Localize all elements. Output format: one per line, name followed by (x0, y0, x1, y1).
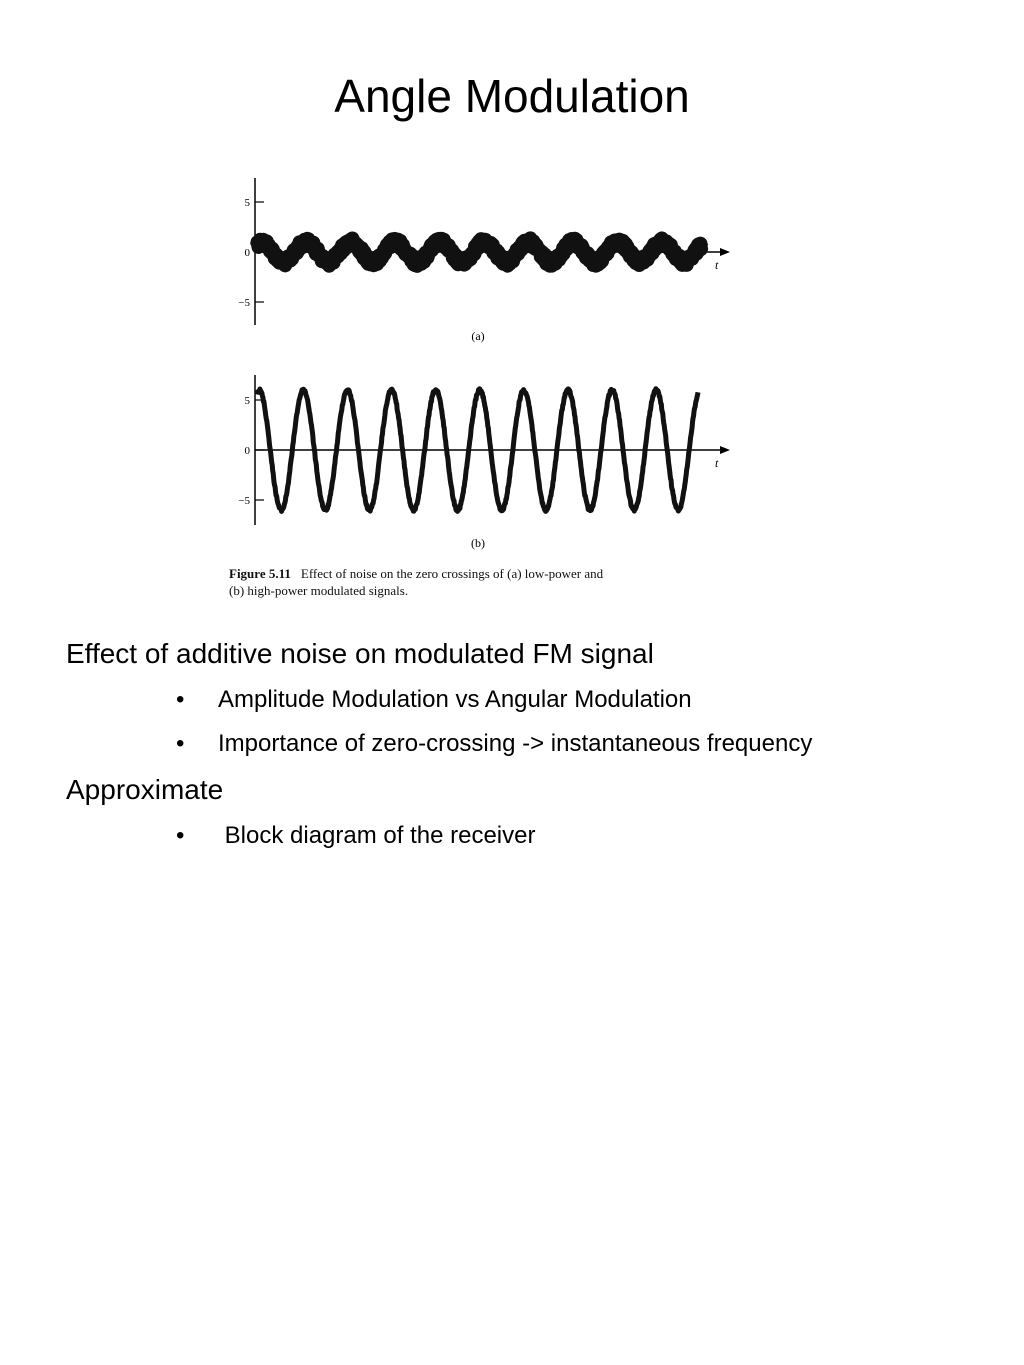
body-subitem-text: Block diagram of the receiver (218, 822, 536, 849)
tick-label-a-neg5: −5 (238, 297, 250, 309)
body-subitem-text: Amplitude Modulation vs Angular Modulati… (218, 686, 692, 713)
plot-panel-a: 5 0 −5 t (a) (238, 178, 730, 343)
figure-number: Figure 5.11 (229, 566, 291, 581)
plot-panel-b: 5 0 −5 t (b) (238, 375, 730, 550)
tick-label-a-5: 5 (245, 197, 251, 209)
x-axis-label-b: t (715, 456, 719, 470)
tick-label-a-0: 0 (245, 247, 251, 259)
body-item-approximate: Approximate (66, 774, 224, 805)
x-axis-arrow-a (720, 248, 730, 256)
tick-label-b-neg5: −5 (238, 495, 250, 507)
x-axis-arrow-b (720, 446, 730, 454)
signal-line-b (254, 386, 701, 514)
tick-label-b-5: 5 (245, 395, 251, 407)
body-subitem-am-vs-angular: • Amplitude Modulation vs Angular Modulat… (176, 685, 692, 715)
body-subitem-zero-crossing: • Importance of zero-crossing -> instanta… (176, 729, 812, 759)
x-axis-label-a: t (715, 258, 719, 272)
bullet-icon: • (176, 822, 185, 849)
body-subitem-block-diagram: • Block diagram of the receiver (176, 821, 535, 851)
body-item-effect-of-noise: Effect of additive noise on modulated FM… (66, 638, 654, 669)
panel-label-b: (b) (471, 536, 485, 550)
signal-trace-a (250, 231, 709, 273)
bullet-icon: • (176, 686, 185, 713)
figure-caption: Figure 5.11 Effect of noise on the zero c… (229, 565, 689, 599)
caption-line-1: Effect of noise on the zero crossings of… (300, 566, 604, 581)
bullet-icon: • (176, 730, 185, 757)
signal-trace-b (254, 386, 701, 514)
tick-label-b-0: 0 (245, 445, 251, 457)
signal-line-a (250, 231, 709, 273)
slide-title: Angle Modulation (334, 70, 690, 122)
body-subitem-text: Importance of zero-crossing -> instantan… (218, 730, 813, 757)
figure-5-11: 5 0 −5 t (a) 5 0 −5 t (b) Figure 5.11 Eff… (220, 170, 740, 610)
panel-label-a: (a) (471, 329, 484, 343)
caption-line-2: (b) high-power modulated signals. (229, 583, 409, 598)
